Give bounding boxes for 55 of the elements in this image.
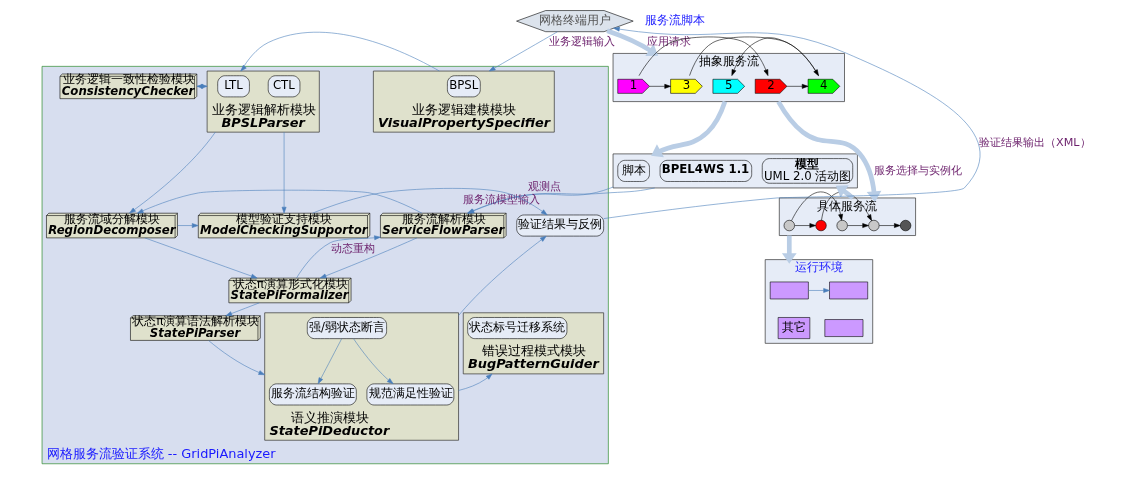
arrow bbox=[790, 191, 843, 221]
node-box bbox=[828, 281, 868, 300]
node-circle bbox=[783, 219, 795, 232]
node-box: 强/弱状态断言 bbox=[306, 317, 387, 339]
arrow bbox=[605, 28, 658, 56]
node-box: 模型 UML 2.0 活动图 bbox=[761, 158, 853, 184]
arrow bbox=[846, 223, 869, 228]
arrow bbox=[786, 83, 808, 89]
arrow bbox=[176, 223, 198, 228]
node-box: 脚本 bbox=[616, 160, 650, 182]
cluster bbox=[612, 153, 858, 189]
arrow bbox=[638, 36, 768, 76]
node-box: BPEL4WS 1.1 bbox=[659, 160, 752, 182]
arrow bbox=[240, 31, 440, 72]
node-box: BPSL bbox=[446, 75, 481, 98]
arrow bbox=[878, 223, 901, 228]
arrow bbox=[144, 237, 257, 279]
arrow bbox=[128, 131, 216, 214]
arrow bbox=[488, 31, 558, 72]
edge-label: 观测点 bbox=[527, 180, 561, 194]
arrow bbox=[602, 26, 980, 219]
edge-label: 动态重构 bbox=[330, 241, 375, 255]
edge-label: 应用请求 bbox=[646, 35, 691, 49]
node-circle bbox=[836, 219, 848, 232]
arrow bbox=[807, 288, 830, 293]
arrow bbox=[207, 340, 265, 375]
arrow bbox=[648, 83, 671, 89]
node-circle bbox=[899, 219, 911, 232]
node-box: LTL bbox=[216, 75, 250, 98]
node-box: 其它 bbox=[777, 317, 810, 339]
node-box: CTL bbox=[267, 75, 300, 98]
node-box: 验证结果与反例 bbox=[515, 214, 604, 237]
arrow bbox=[793, 223, 816, 228]
arrow bbox=[781, 235, 797, 264]
cluster: 具体服务流 bbox=[778, 197, 916, 236]
arrow bbox=[650, 100, 727, 158]
node-circle bbox=[814, 219, 827, 232]
arrow bbox=[457, 235, 546, 316]
arrow bbox=[317, 338, 342, 385]
node-circle bbox=[867, 219, 879, 232]
label: 服务流脚本 bbox=[644, 13, 705, 28]
node-box bbox=[769, 281, 809, 300]
edge-label: 验证结果输出（XML） bbox=[978, 135, 1091, 149]
arrow bbox=[319, 237, 417, 279]
edge-label: 业务逻辑输入 bbox=[548, 35, 615, 49]
node-box bbox=[824, 319, 863, 337]
edge-label: 服务流模型输入 bbox=[462, 193, 540, 207]
node-box: 规范满足性验证 bbox=[366, 383, 454, 406]
arrow bbox=[281, 131, 286, 214]
node-box: 状态标号迁移系统 bbox=[466, 317, 567, 339]
arrow bbox=[295, 235, 381, 279]
arrow bbox=[457, 373, 492, 391]
arrow bbox=[352, 338, 393, 384]
node-box: 服务流结构验证 bbox=[268, 383, 357, 406]
edge-label: 服务选择与实例化 bbox=[873, 163, 962, 177]
